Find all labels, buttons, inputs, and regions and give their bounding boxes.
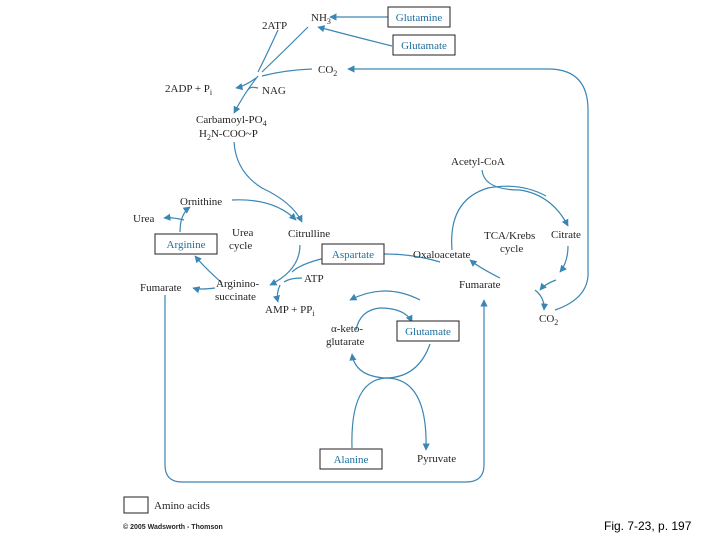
arrow-atp-in [283, 277, 303, 283]
arrow-co2-loop [347, 65, 589, 311]
legend-label: Amino acids [154, 500, 210, 512]
label-fumarate-left: Fumarate [140, 282, 182, 294]
arrow-aketo-to-glutamate [355, 307, 413, 331]
label-acetyl-coa: Acetyl-CoA [451, 156, 505, 168]
tca-arc-oxaloacetate-to-acetyl [451, 185, 547, 251]
label-alpha-keto-2: glutarate [326, 336, 365, 348]
arrow-alanine-to-pyruvate [351, 377, 430, 451]
copyright-text: © 2005 Wadsworth - Thomson [123, 523, 223, 531]
label-ornithine: Ornithine [180, 196, 222, 208]
label-carbamoyl: Carbamoyl-PO4 [196, 114, 267, 128]
label-nag: NAG [262, 85, 286, 97]
label-alpha-keto-1: α-keto- [331, 323, 363, 335]
tca-citrate-down [559, 245, 569, 273]
arrow-to-urea [163, 213, 185, 221]
label-fumarate-right: Fumarate [459, 279, 501, 291]
svg-text:Glutamate: Glutamate [405, 326, 451, 338]
svg-text:Alanine: Alanine [334, 454, 369, 466]
label-h2n-coo: H2N-COO~P [199, 128, 258, 142]
tca-acetyl-in [481, 169, 569, 227]
arrow-ornithine-to-citrulline [231, 199, 297, 221]
arrow-arginine-to-ornithine [179, 206, 191, 233]
arrow-argininosuccinate-to-arginine [194, 255, 223, 284]
label-co2-right: CO2 [539, 313, 558, 327]
label-urea: Urea [133, 213, 154, 225]
arrow-argininosuccinate-to-fumarate [192, 286, 216, 294]
label-atp: ATP [304, 273, 324, 285]
box-glutamate-mid: Glutamate [396, 320, 460, 342]
arrow-glutamate-to-nh3 [317, 25, 393, 47]
svg-text:Aspartate: Aspartate [332, 249, 374, 261]
figure-caption: Fig. 7-23, p. 197 [604, 519, 692, 533]
label-urea-cycle-1: Urea [232, 227, 253, 239]
box-alanine: Alanine [319, 448, 383, 470]
svg-text:Glutamine: Glutamine [396, 12, 443, 24]
arrow-to-amp [272, 284, 281, 303]
label-oxaloacetate: Oxaloacetate [413, 249, 471, 261]
arrow-transamination-top [349, 290, 421, 301]
label-tca-1: TCA/Krebs [484, 230, 535, 242]
box-aspartate: Aspartate [321, 243, 385, 265]
arrow-2atp-down [257, 29, 279, 73]
label-2atp: 2ATP [262, 20, 287, 32]
label-co2-top: CO2 [318, 64, 337, 78]
arrows [163, 13, 589, 483]
box-glutamine-top: Glutamine [387, 6, 451, 28]
tca-co2-out [534, 289, 549, 311]
label-citrate: Citrate [551, 229, 581, 241]
svg-text:Glutamate: Glutamate [401, 40, 447, 52]
arrow-nh3-down [261, 26, 309, 73]
arrow-citrulline-to-argininosuccinate [269, 244, 301, 286]
arrow-to-carbamoyl [233, 75, 259, 114]
legend-swatch [123, 496, 149, 514]
arrow-to-2adp [235, 77, 257, 91]
box-glutamate-top: Glutamate [392, 34, 456, 56]
arrow-carbamoyl-to-citrulline [233, 141, 303, 223]
tca-to-fumarate [539, 279, 557, 291]
tca-fumarate-to-oxaloacetate [469, 259, 501, 279]
label-argininosuccinate-2: succinate [215, 291, 256, 303]
label-pyruvate: Pyruvate [417, 453, 456, 465]
arrow-co2-in [261, 68, 313, 77]
label-argininosuccinate-1: Arginino- [216, 278, 260, 290]
label-amp-ppi: AMP + PPi [265, 304, 315, 318]
label-nh3: NH3 [311, 12, 331, 26]
label-tca-2: cycle [500, 243, 523, 255]
arrow-aspartate-in [291, 257, 326, 273]
label-urea-cycle-2: cycle [229, 240, 252, 252]
arrow-fumarate-loop [164, 295, 488, 483]
legend: Amino acids [123, 496, 210, 514]
svg-text:Arginine: Arginine [167, 239, 206, 251]
label-2adp: 2ADP + Pi [165, 83, 213, 97]
box-arginine: Arginine [154, 233, 218, 255]
arrow-glutamate-to-aketo [349, 343, 431, 379]
label-citrulline: Citrulline [288, 228, 330, 240]
